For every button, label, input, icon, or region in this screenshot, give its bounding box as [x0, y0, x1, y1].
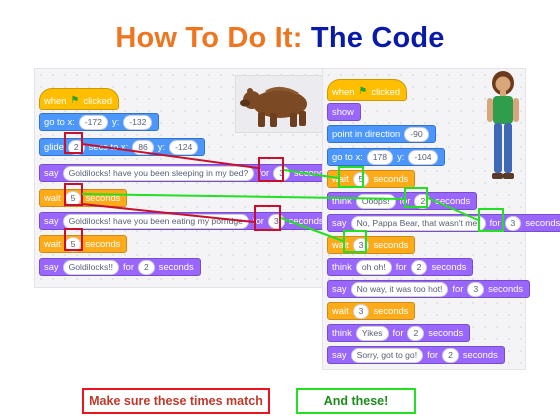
x-input[interactable]: 86 [132, 139, 154, 155]
message-input[interactable]: Ooops! [355, 193, 396, 209]
girl-sprite-thumbnail [483, 71, 523, 189]
message-input[interactable]: Goldilocks!! [62, 259, 120, 275]
highlight-say2-secs [254, 205, 281, 231]
secs-input[interactable]: 2 [410, 259, 428, 275]
message-input[interactable]: No, Pappa Bear, that wasn't me! [350, 215, 486, 231]
highlight-wait1-secs [64, 183, 83, 206]
say-for-block[interactable]: say No way, it was too hot! for 3 second… [327, 280, 531, 298]
bear-icon [240, 87, 307, 127]
y-input[interactable]: -132 [123, 114, 153, 130]
say-for-block[interactable]: say Sorry, got to go! for 2 seconds [327, 346, 505, 364]
show-block[interactable]: show [327, 103, 361, 121]
wait-block[interactable]: wait 5 seconds [39, 189, 128, 207]
wait-block[interactable]: wait 3 seconds [327, 236, 416, 254]
legend-red-times-match: Make sure these times match [82, 388, 270, 414]
message-input[interactable]: Goldilocks! have you been eating my porr… [62, 213, 249, 229]
go-to-xy-block[interactable]: go to x: 178 y: -104 [327, 148, 445, 166]
highlight-say1-secs [258, 157, 284, 182]
when-flag-clicked-block[interactable]: when ⚑ clicked [327, 79, 408, 101]
y-input[interactable]: -124 [169, 139, 199, 155]
say-for-block[interactable]: say Goldilocks!! for 2 seconds [39, 258, 201, 276]
message-input[interactable]: No way, it was too hot! [350, 281, 449, 297]
wait-block[interactable]: wait 5 seconds [39, 235, 128, 253]
title-part1: How To Do It: [115, 22, 303, 54]
highlight-say-3-secs [478, 208, 504, 232]
wait-block[interactable]: wait 3 seconds [327, 302, 416, 320]
wait-secs-input[interactable]: 3 [352, 303, 370, 319]
message-input[interactable]: Sorry, got to go! [350, 347, 424, 363]
secs-input[interactable]: 2 [442, 347, 459, 363]
y-input[interactable]: -104 [408, 149, 438, 165]
wait-block[interactable]: wait 5 seconds [327, 170, 416, 188]
message-input[interactable]: Goldilocks! have you been sleeping in my… [62, 165, 255, 181]
think-for-block[interactable]: think Ooops! for 2 seconds [327, 192, 478, 210]
think-for-block[interactable]: think Yikes for 2 seconds [327, 324, 471, 342]
highlight-wait2-secs [64, 228, 83, 251]
secs-input[interactable]: 2 [137, 259, 155, 275]
go-to-xy-block[interactable]: go to x: -172 y: -132 [39, 113, 160, 131]
page-title: How To Do It: The Code [0, 22, 560, 55]
green-flag-icon: ⚑ [70, 94, 80, 106]
green-flag-icon: ⚑ [358, 85, 368, 97]
secs-input[interactable]: 2 [407, 325, 425, 341]
direction-input[interactable]: -90 [404, 126, 429, 142]
message-input[interactable]: oh oh! [355, 259, 392, 275]
x-input[interactable]: 178 [366, 149, 394, 165]
highlight-wait-3-secs [343, 230, 367, 253]
highlight-think-2-secs [404, 187, 428, 208]
x-input[interactable]: -172 [78, 114, 108, 130]
bear-script-area: when ⚑ clicked go to x: -172 y: -132 gli… [34, 68, 336, 288]
message-input[interactable]: Yikes [355, 325, 389, 341]
when-flag-clicked-block[interactable]: when ⚑ clicked [39, 88, 120, 110]
bear-sprite-thumbnail [235, 75, 325, 133]
secs-input[interactable]: 3 [504, 215, 522, 231]
highlight-wait-5-secs [338, 166, 364, 188]
point-in-direction-block[interactable]: point in direction -90 [327, 125, 436, 143]
girl-icon [487, 71, 519, 179]
title-part2: The Code [310, 22, 445, 54]
goldilocks-script-area: when ⚑ clicked show point in direction -… [322, 68, 560, 370]
highlight-glide-secs [64, 132, 83, 154]
say-for-block[interactable]: say Goldilocks! have you been sleeping i… [39, 164, 336, 182]
think-for-block[interactable]: think oh oh! for 2 seconds [327, 258, 474, 276]
legend-green-and-these: And these! [296, 388, 416, 414]
secs-input[interactable]: 3 [467, 281, 485, 297]
